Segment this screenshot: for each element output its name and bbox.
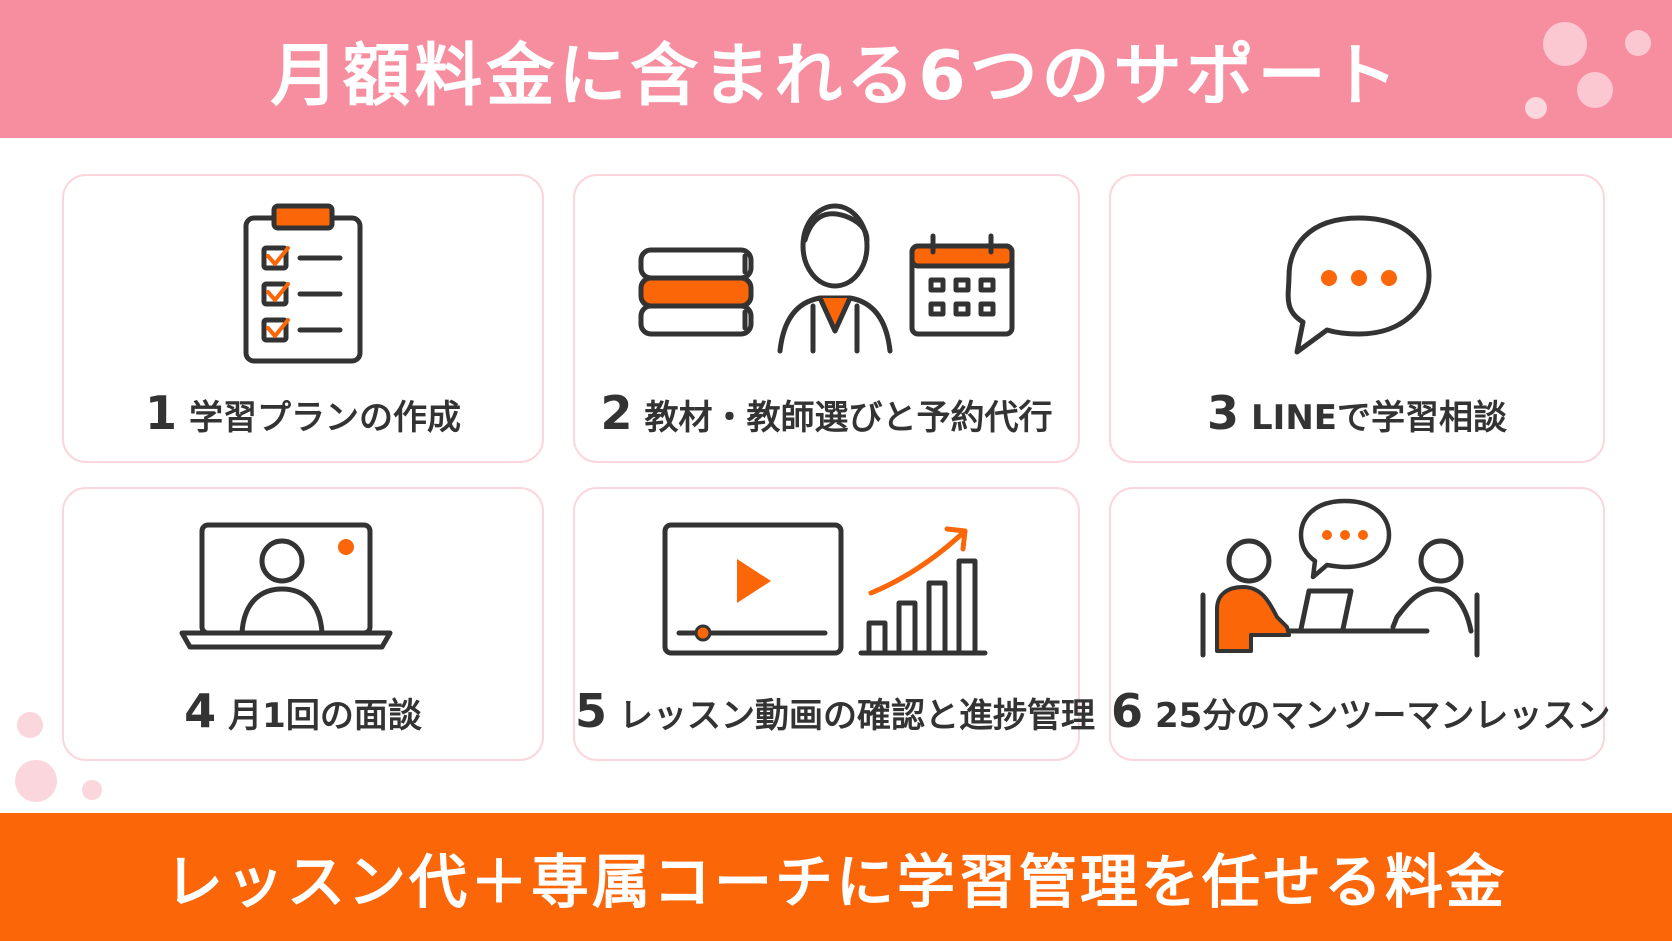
card-label: 教材・教師選びと予約代行 bbox=[644, 398, 1053, 438]
card-label: 月1回の面談 bbox=[228, 696, 422, 736]
footer-text: レッスン代＋専属コーチに学習管理を任せる料金 bbox=[164, 848, 1507, 916]
support-card-2: 2 教材・教師選びと予約代行 bbox=[573, 174, 1080, 463]
support-card-1: 1 学習プランの作成 bbox=[62, 174, 544, 463]
support-card-3: 3 LINEで学習相談 bbox=[1109, 174, 1605, 463]
decorative-bubble bbox=[1543, 22, 1587, 66]
one-on-one-lesson-icon bbox=[1200, 498, 1480, 658]
books-teacher-calendar-icon bbox=[638, 203, 1015, 354]
footer-banner: レッスン代＋専属コーチに学習管理を任せる料金 bbox=[0, 813, 1672, 941]
decorative-bubble bbox=[1625, 30, 1651, 56]
card-number: 4 bbox=[184, 684, 217, 738]
card-number: 5 bbox=[575, 684, 608, 738]
card-label: 25分のマンツーマンレッスン bbox=[1155, 696, 1611, 736]
card-number: 6 bbox=[1111, 684, 1144, 738]
card-number: 3 bbox=[1206, 386, 1239, 440]
page-title: 月額料金に含まれる6つのサポート bbox=[270, 36, 1402, 116]
decorative-bubble bbox=[17, 712, 43, 738]
decorative-bubble bbox=[82, 780, 102, 800]
support-card-5: 5 レッスン動画の確認と進捗管理 bbox=[573, 487, 1095, 761]
card-label: LINEで学習相談 bbox=[1251, 398, 1507, 438]
clipboard-checklist-icon bbox=[243, 203, 363, 364]
speech-bubble-icon bbox=[1285, 215, 1432, 355]
card-label: 学習プランの作成 bbox=[189, 398, 461, 438]
video-progress-chart-icon bbox=[662, 522, 988, 656]
header-banner: 月額料金に含まれる6つのサポート bbox=[0, 0, 1672, 138]
card-number: 2 bbox=[600, 386, 633, 440]
decorative-bubble bbox=[1525, 97, 1547, 119]
support-card-6: 6 25分のマンツーマンレッスン bbox=[1109, 487, 1610, 761]
card-label: レッスン動画の確認と進捗管理 bbox=[619, 696, 1096, 736]
card-number: 1 bbox=[144, 386, 177, 440]
support-card-4: 4 月1回の面談 bbox=[62, 487, 544, 761]
video-call-laptop-icon bbox=[179, 522, 393, 650]
decorative-bubble bbox=[15, 760, 57, 802]
decorative-bubble bbox=[1577, 72, 1613, 108]
